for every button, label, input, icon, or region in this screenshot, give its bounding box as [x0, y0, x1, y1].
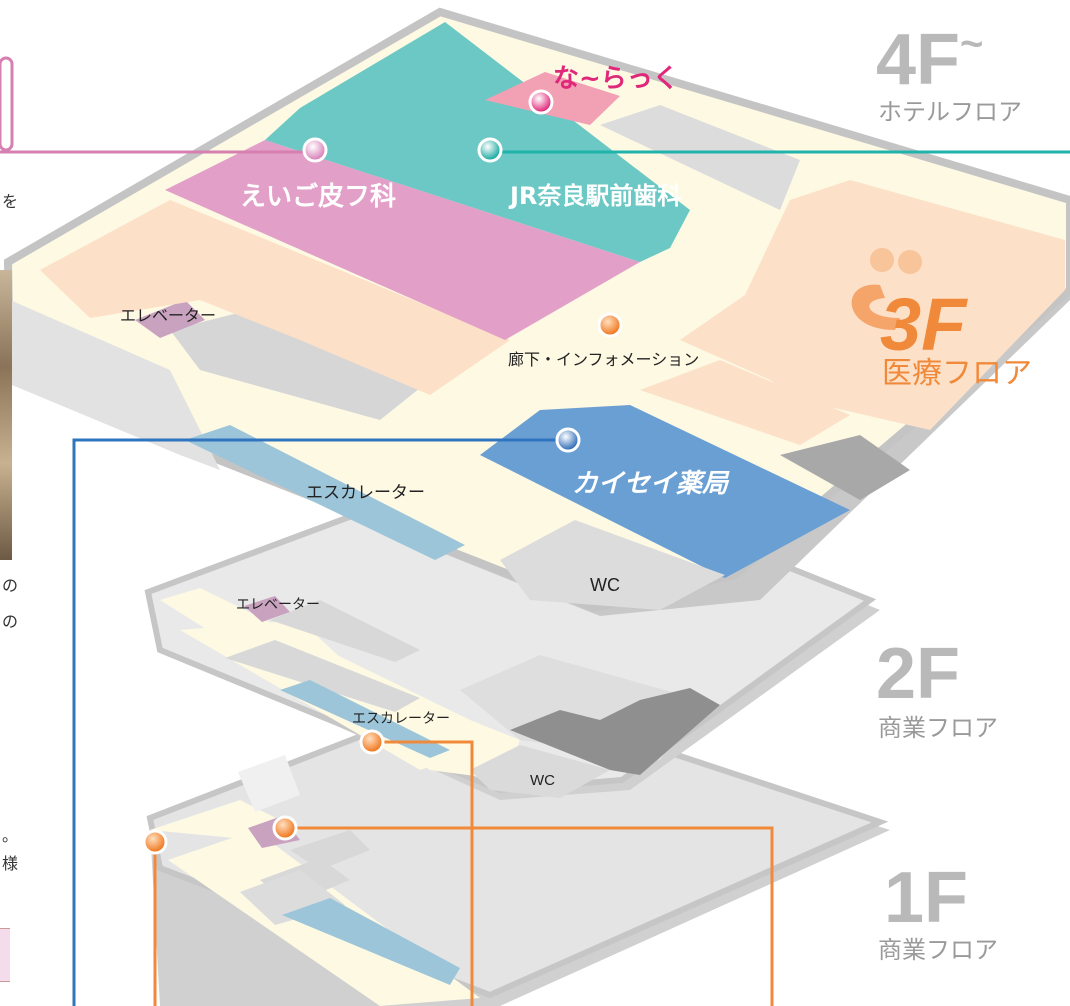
floor-2f [144, 468, 880, 800]
floor-3f [3, 7, 1070, 616]
facility-wc-3f: WC [590, 575, 620, 595]
edge-text-2: の [2, 576, 19, 595]
edge-text-3: の [2, 612, 19, 631]
tenant-kaisei-pharmacy-label[interactable]: カイセイ薬局 [572, 469, 729, 499]
facility-elevator-2f: エレベーター [236, 597, 320, 613]
tenant-jr-dental-label[interactable]: JR奈良駅前歯科 [510, 182, 682, 210]
medical-logo-icon [851, 248, 922, 330]
edge-text-5: 様 [2, 854, 19, 873]
floor-4f-number: 4F [876, 20, 961, 100]
naracc-marker[interactable] [528, 89, 554, 115]
connector-lines [0, 56, 1070, 1006]
facility-elevator-3f: エレベーター [120, 306, 217, 325]
edge-text-4: 。 [2, 826, 19, 845]
tenant-naracc-label[interactable]: な~らっく [553, 64, 679, 94]
floor-1f-name: 商業フロア [878, 936, 998, 964]
floor-4f-name: ホテルフロア [878, 98, 1022, 126]
edge-pink-box [0, 928, 10, 982]
1f-marker-left[interactable] [142, 829, 168, 855]
facility-escalator-2f: エスカレーター [352, 711, 450, 727]
floor-1f [146, 686, 890, 1006]
edge-photo-strip [0, 270, 12, 560]
1f-marker-escalator[interactable] [359, 729, 385, 755]
floor-3f-number: 3F [880, 283, 967, 366]
facility-corridor-info: 廊下・インフォメーション [508, 350, 700, 369]
dental-marker[interactable] [477, 137, 503, 163]
facility-escalator-3f: エスカレーター [306, 483, 425, 503]
tenant-eigo-derm-label[interactable]: えいご皮フ科 [240, 182, 397, 212]
markers [142, 89, 623, 855]
1f-marker-elevator[interactable] [272, 815, 298, 841]
corridor-marker[interactable] [597, 312, 623, 338]
facility-wc-2f: WC [530, 772, 555, 789]
floor-2f-number: 2F [876, 634, 961, 714]
edge-text-1: を [2, 192, 19, 211]
derm-marker[interactable] [302, 137, 328, 163]
floor-3f-name: 医療フロア [882, 356, 1032, 391]
floor-1f-number: 1F [884, 858, 969, 938]
floor-2f-name: 商業フロア [878, 714, 998, 742]
floor-label-4f: 4F~ [876, 24, 983, 96]
floor-4f-tilde: ~ [960, 22, 984, 66]
pharmacy-marker[interactable] [555, 427, 581, 453]
